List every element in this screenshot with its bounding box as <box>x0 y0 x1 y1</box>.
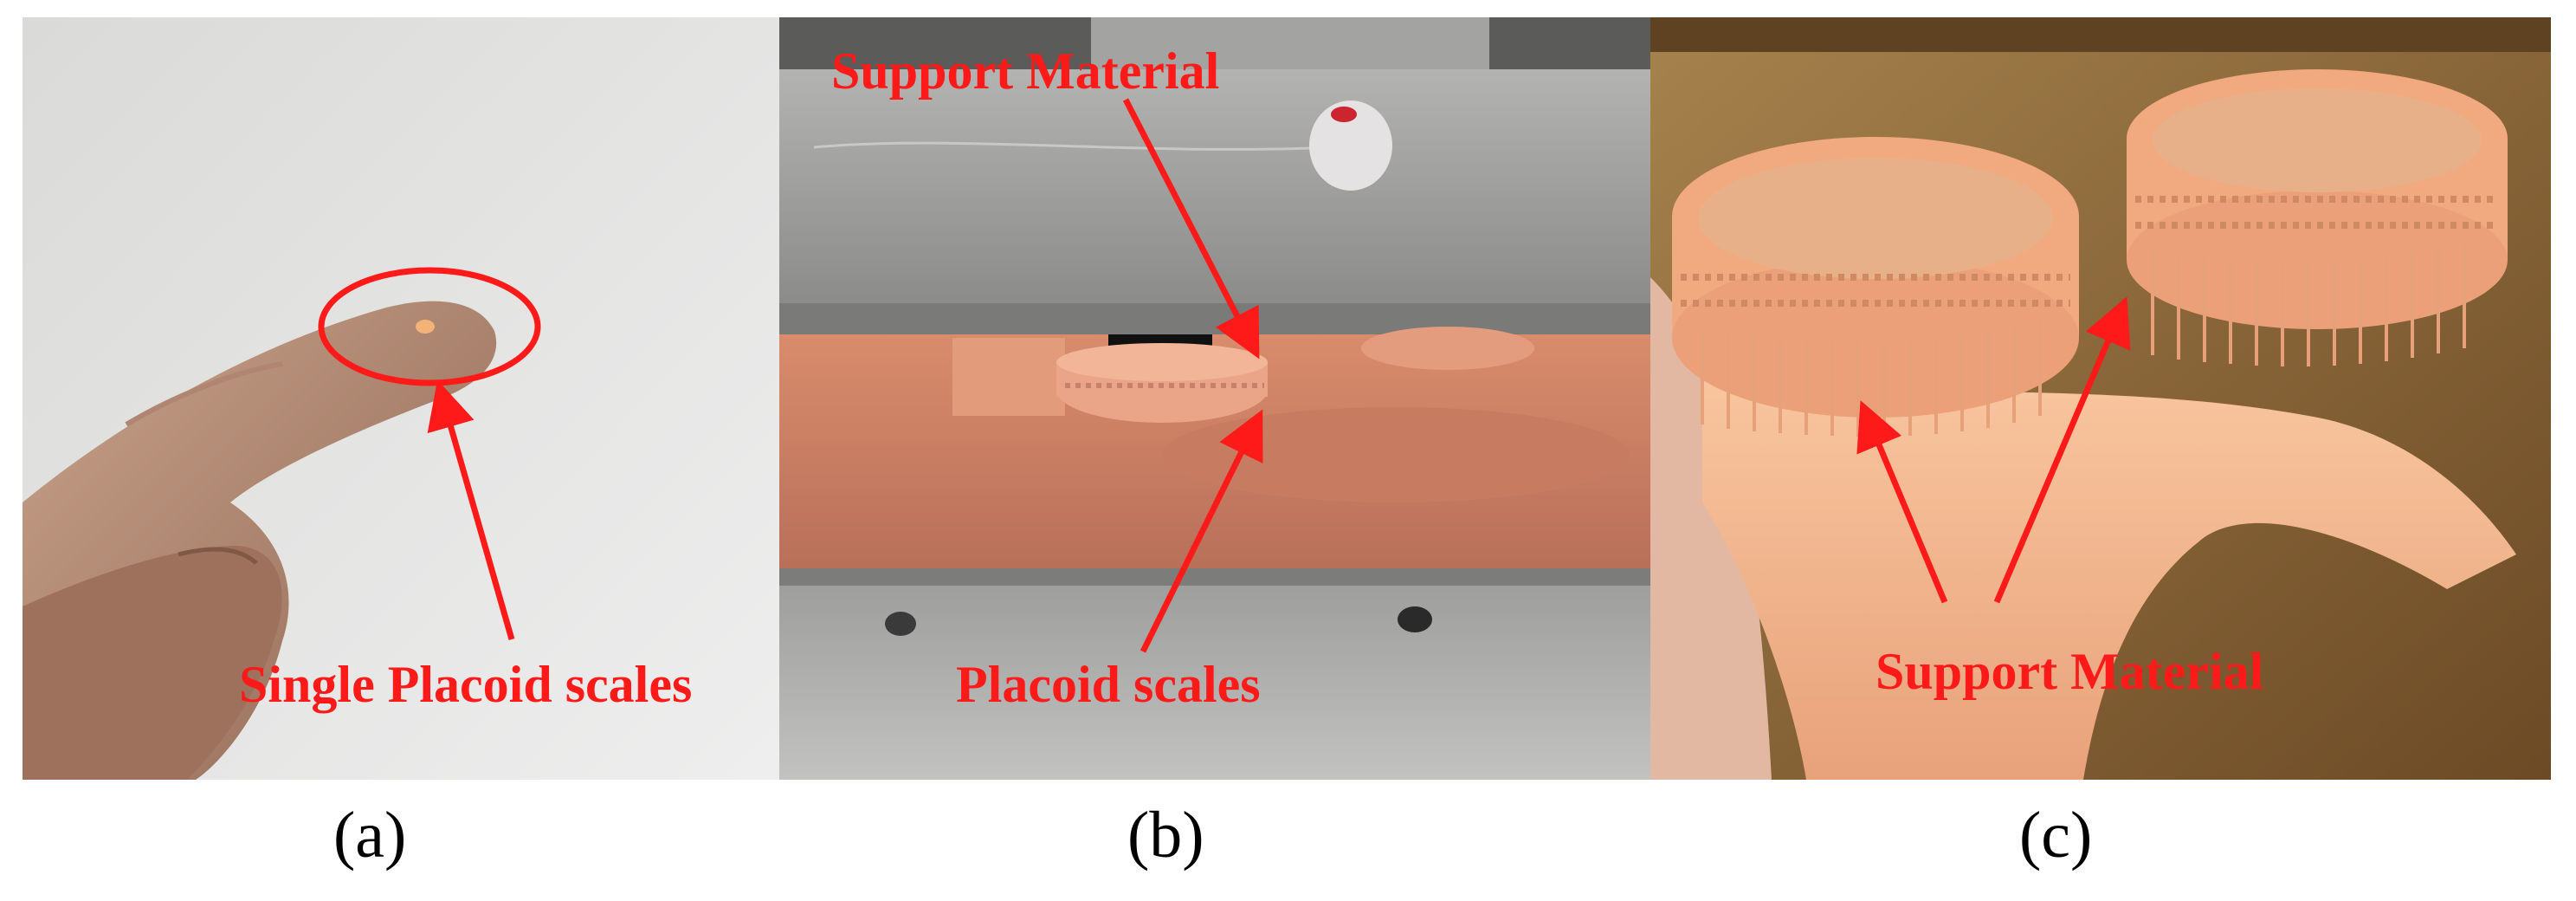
photo-panel-b: Support Material Placoid scales <box>779 17 1650 780</box>
finger-photo <box>23 17 779 780</box>
arrow-icon <box>1993 296 2131 604</box>
photo-panel-a: Single Placoid scales <box>23 17 779 780</box>
caption-c: (c) <box>2019 799 2093 872</box>
caption-b: (b) <box>1127 799 1204 872</box>
photo-panel-c: Support Material <box>1650 17 2551 780</box>
arrow-icon <box>1856 400 1948 604</box>
printer-photo <box>779 17 1650 780</box>
label-placoid-scales: Placoid scales <box>956 656 1261 713</box>
arrow-icon <box>1122 98 1260 360</box>
arrow-icon <box>1140 409 1263 653</box>
label-support-material: Support Material <box>831 42 1220 100</box>
arrow-icon <box>427 379 515 640</box>
caption-a: (a) <box>333 799 407 872</box>
label-support-material-c: Support Material <box>1876 643 2264 700</box>
printed-part-photo <box>1650 17 2551 780</box>
label-single-placoid-scales: Single Placoid scales <box>239 656 693 713</box>
